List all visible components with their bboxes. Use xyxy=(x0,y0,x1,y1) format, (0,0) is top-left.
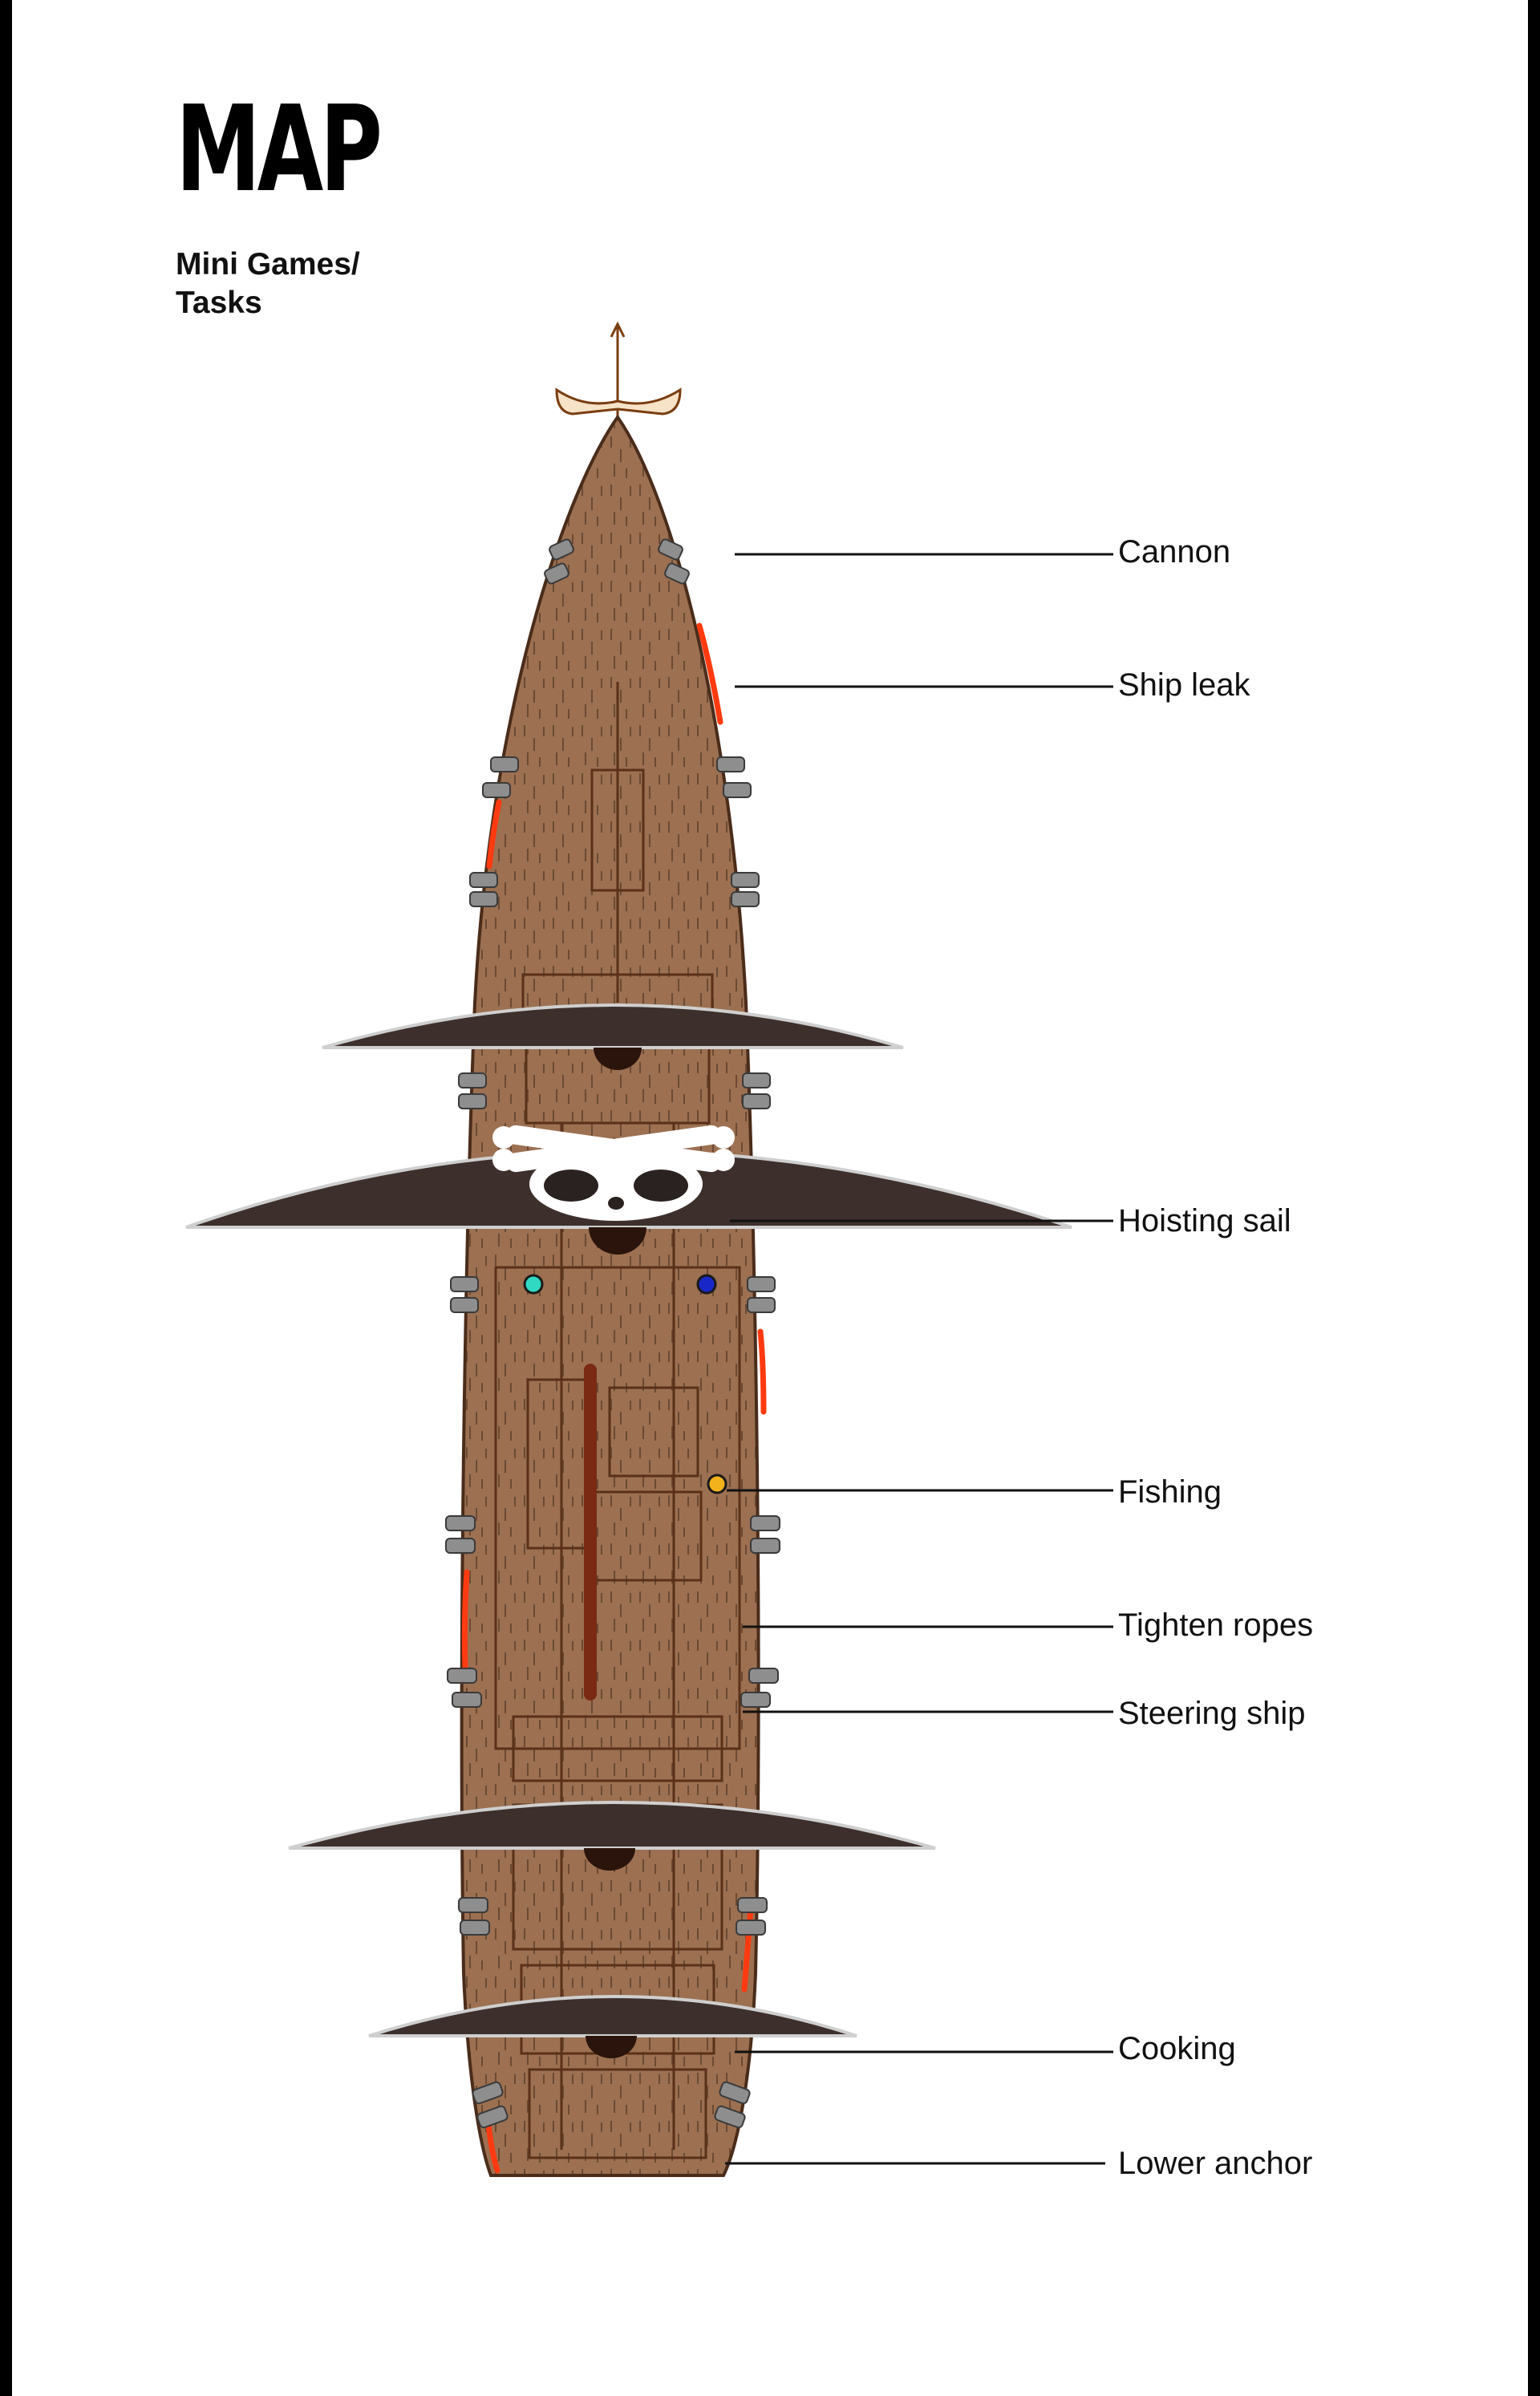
subtitle-line-2: Tasks xyxy=(176,286,262,320)
subtitle-line-1: Mini Games/ xyxy=(176,247,360,282)
task-label-ship-leak: Ship leak xyxy=(1118,667,1250,703)
cannon-icon xyxy=(736,1920,766,1936)
cannon-icon xyxy=(658,538,683,561)
cannon-icon xyxy=(549,538,574,561)
cannon-icon xyxy=(737,1897,768,1913)
cannon-icon xyxy=(742,1093,771,1109)
cannon-icon xyxy=(731,891,760,907)
cannon-icon xyxy=(450,1297,479,1313)
cannon-icon xyxy=(664,562,690,585)
cannon-icon xyxy=(450,1276,479,1292)
cannon-icon xyxy=(747,1297,776,1313)
cannon-icon xyxy=(747,1276,776,1292)
leader-lines xyxy=(725,553,1113,2165)
cannon-icon xyxy=(716,756,745,772)
cannon-icon xyxy=(472,2081,504,2105)
ship-leak-marks xyxy=(461,622,767,2174)
task-label-cannon: Cannon xyxy=(1118,534,1231,570)
central-mast-rope xyxy=(584,1364,597,1701)
cannon-icon xyxy=(458,1897,488,1913)
cannon-icon xyxy=(445,1515,476,1531)
cannon-group xyxy=(445,538,780,2129)
cannon-icon xyxy=(719,2081,751,2105)
cannon-icon xyxy=(469,872,498,888)
cannon-icon xyxy=(458,1072,487,1089)
cannon-icon xyxy=(452,1692,482,1708)
ship-hull xyxy=(460,414,760,2177)
cannon-icon xyxy=(476,2105,509,2129)
cannon-icon xyxy=(723,782,752,798)
task-label-steering-ship: Steering ship xyxy=(1118,1696,1306,1731)
fore-sail xyxy=(322,1003,904,1049)
marker-cyan xyxy=(523,1274,544,1295)
task-label-cooking: Cooking xyxy=(1118,2031,1236,2066)
cannon-icon xyxy=(740,1692,771,1708)
cannon-icon xyxy=(447,1668,477,1684)
page-title: MAP xyxy=(176,80,383,218)
cannon-icon xyxy=(714,2105,746,2129)
task-label-hoisting-sail: Hoisting sail xyxy=(1118,1203,1291,1239)
marker-fishing xyxy=(707,1474,727,1494)
task-label-fishing: Fishing xyxy=(1118,1474,1222,1510)
cannon-icon xyxy=(460,1920,490,1936)
cannon-icon xyxy=(458,1093,487,1109)
cannon-icon xyxy=(750,1538,780,1554)
aft-sail xyxy=(368,1995,857,2037)
cannon-icon xyxy=(731,872,760,888)
bow-ornament xyxy=(555,321,682,425)
cannon-icon xyxy=(544,562,569,585)
cannon-icon xyxy=(445,1538,476,1554)
skull-and-crossbones-icon xyxy=(492,1125,735,1221)
cannon-icon xyxy=(750,1515,780,1531)
task-label-tighten-ropes: Tighten ropes xyxy=(1118,1607,1314,1643)
mast-bases xyxy=(584,1048,646,2058)
cannon-icon xyxy=(748,1668,779,1684)
cannon-icon xyxy=(742,1072,771,1089)
cannon-icon xyxy=(469,891,498,907)
mizzen-sail xyxy=(288,1801,936,1850)
cannon-icon xyxy=(490,756,519,772)
page-subtitle: Mini Games/ Tasks xyxy=(176,245,416,322)
task-label-lower-anchor: Lower anchor xyxy=(1118,2146,1313,2181)
skull-eye-sockets xyxy=(544,1170,688,1210)
cannon-icon xyxy=(482,782,511,798)
marker-blue xyxy=(696,1274,717,1295)
